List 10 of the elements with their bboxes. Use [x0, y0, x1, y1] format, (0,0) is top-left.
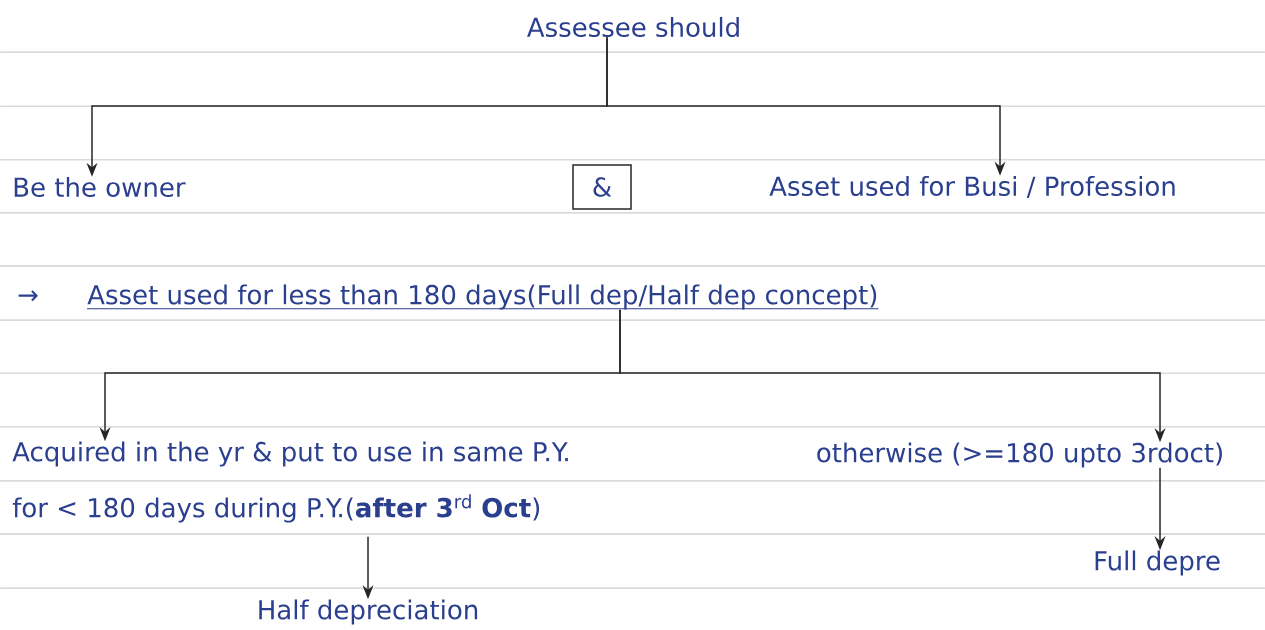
flow-text: Asset used for Busi / Profession — [769, 175, 1175, 199]
connector-box: & — [572, 164, 632, 210]
underlined-heading: Asset used for less than 180 days(Full dep/Half dep concept) — [86, 284, 880, 310]
flow-text: otherwise (>=180 upto 3rdoct) — [817, 442, 1222, 468]
flow-text: Assessee should — [527, 16, 739, 38]
flow-text: Full depre — [1095, 550, 1220, 576]
flow-text: Be the owner — [14, 176, 186, 198]
arrow-symbol: → — [18, 290, 38, 302]
flow-text: Acquired in the yr & put to use in same P.Y. for < 180 days during P.Y.(after 3$^{rd}$ Oct) — [12, 441, 568, 523]
flow-text: Half depreciation — [259, 599, 478, 625]
